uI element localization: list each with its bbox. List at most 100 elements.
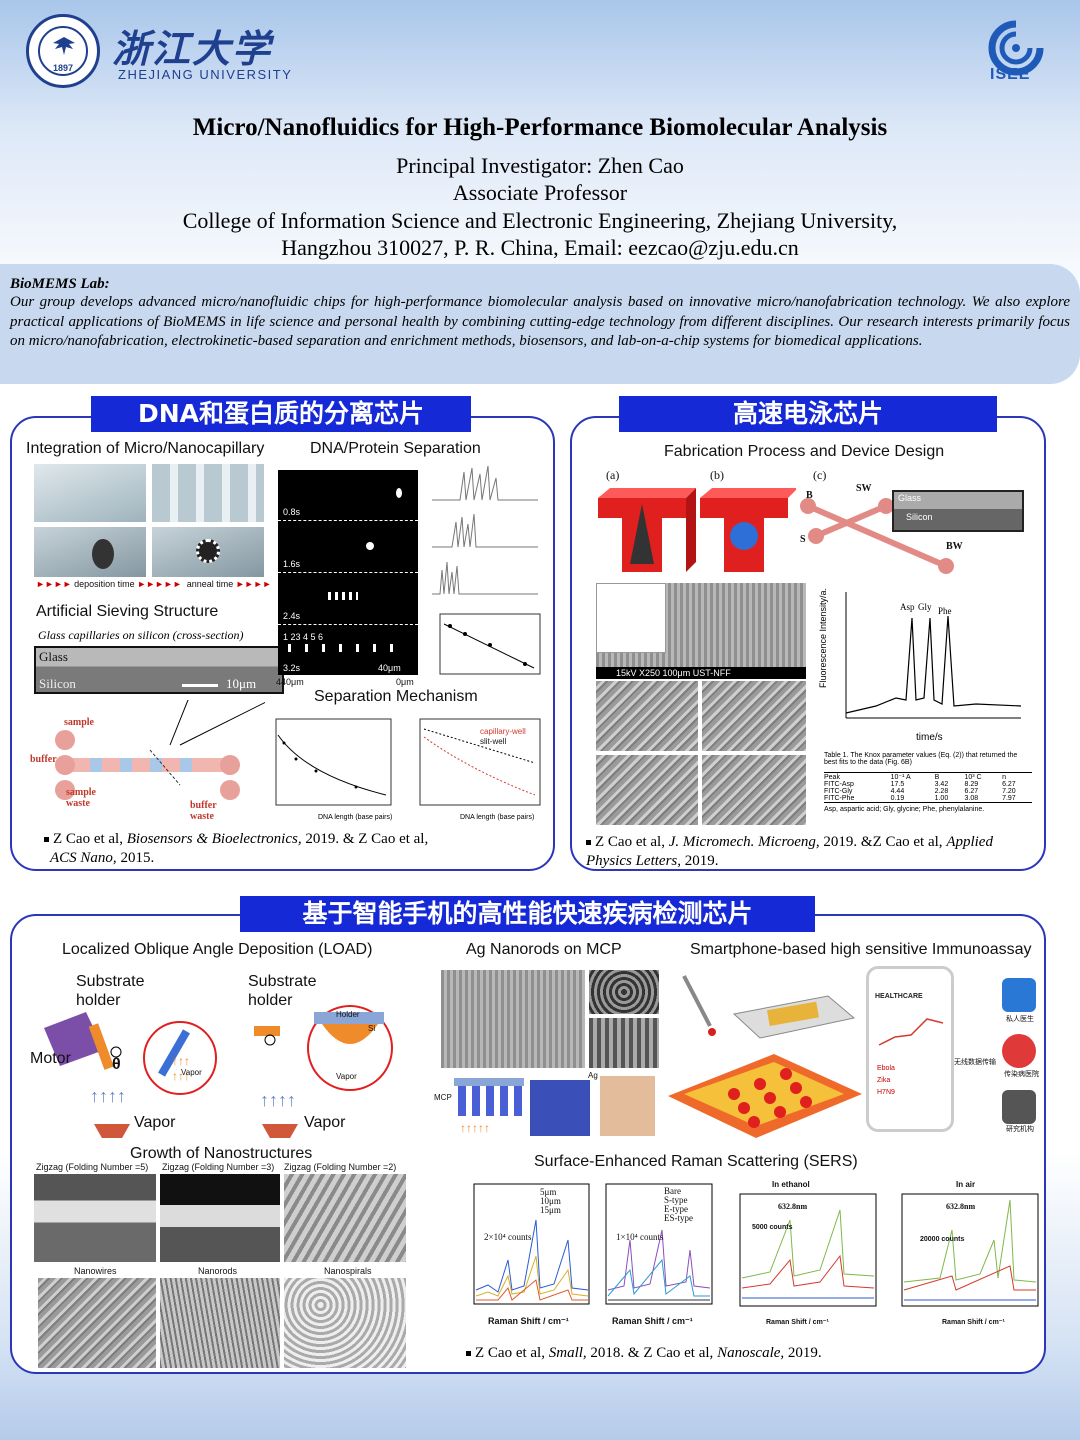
sers-d-counts: 20000 counts [920,1236,965,1243]
hospital-label: 传染病医院 [1004,1071,1039,1078]
panel3-sub-load: Localized Oblique Angle Deposition (LOAD… [62,941,373,958]
lab-label: 研究机构 [1006,1126,1034,1133]
label-sample: sample [64,717,94,728]
mobility-plot [439,613,541,675]
cross-channel-chip [800,498,954,574]
immunoassay-illustration [668,975,862,1138]
channel-render-c [34,527,146,577]
doctor-icon [1002,978,1036,1012]
header-line-1: Principal Investigator: Zhen Cao [396,153,684,178]
sem-b-2 [702,681,806,751]
device-schematic [55,700,265,800]
growth-subtitle: Growth of Nanostructures [130,1145,313,1162]
sers-a-counts: 2×10⁴ counts [484,1232,532,1242]
mcp-schematic: ↑↑↑↑↑ [454,1076,655,1136]
vapor-circle-label-2: Vapor [336,1072,357,1081]
sers-c-xlabel: Raman Shift / cm⁻¹ [766,1319,829,1326]
svg-text:↑↑↑: ↑↑↑ [172,1069,190,1083]
label-buffer: buffer [30,754,57,765]
sers-subtitle: Surface-Enhanced Raman Scattering (SERS) [534,1153,858,1170]
partition-curve: DNA length (base pairs) [419,718,541,821]
svg-text:↑↑↑↑↑: ↑↑↑↑↑ [460,1121,490,1135]
channel-render-d [152,527,264,577]
panel1-sub-integration: Integration of Micro/Nanocapillary [26,440,265,457]
label-B: B [806,490,813,501]
lab-icon [1002,1090,1036,1124]
label-SW: SW [856,483,872,494]
zigzag-2-label: Zigzag (Folding Number =2) [284,1162,397,1172]
sem-ag-a [441,970,585,1068]
load-holder-setup: ↑↑↑↑ [254,1005,393,1110]
substrate-holder-label-2: Substrate holder [248,973,317,1009]
header-line-3: College of Information Science and Elect… [182,208,898,233]
panel1-sub-sieving: Artificial Sieving Structure [36,603,219,620]
load-tilted-setup: ↑↑↑ ↑↑↑ ↑↑↑↑ [44,1012,217,1106]
hospital-icon [1002,1034,1036,1068]
panel1-citation: Z Cao et al, Biosensors & Bioelectronics… [44,830,524,868]
crucible-1 [94,1124,130,1138]
ag-label: Ag [588,1071,598,1080]
sers-a-xlabel: Raman Shift / cm⁻¹ [488,1316,569,1326]
sers-chart-air [901,1193,1039,1307]
label-BW: BW [946,541,963,552]
svg-text:DNA length (base pairs): DNA length (base pairs) [318,814,392,821]
panel3-citation: Z Cao et al, Small, 2018. & Z Cao et al,… [466,1344,1026,1363]
panel3-title-bar: 基于智能手机的高性能快速疾病检测芯片 [240,896,815,932]
electropherogram-stack [432,465,538,595]
mcp-label: MCP [434,1093,452,1102]
panel1-sub-mechanism: Separation Mechanism [314,688,478,705]
zigzag-3-label: Zigzag (Folding Number =3) [162,1162,275,1172]
sem-c-2 [702,755,806,825]
sem-nanowires [38,1278,156,1368]
sem-zigzag-2 [284,1174,406,1262]
panel3-sub-phone: Smartphone-based high sensitive Immunoas… [690,941,1032,958]
vapor-label-2: Vapor [304,1114,346,1131]
fluorescence-chart: Fluorescence Intensity/a.u. time/s Asp G… [818,588,1022,743]
poster-title: Micro/Nanofluidics for High-Performance … [192,114,888,141]
svg-text:Asp: Asp [900,602,915,612]
seal-year: 1897 [52,63,74,73]
mobility-curve: DNA length (base pairs) [275,718,392,821]
header-line-2: Associate Professor [452,180,628,205]
sers-b-xlabel: Raman Shift / cm⁻¹ [612,1316,693,1326]
label-b: (b) [710,468,724,482]
logo-chinese: 浙江大学 [112,26,273,71]
sers-chart-ethanol [739,1193,877,1307]
intro-banner: BioMEMS Lab: Our group develops advanced… [0,264,1080,384]
sem-ag-c [589,1018,659,1068]
label-440um: 440μm [276,677,304,687]
sers-c-counts: 5000 counts [752,1224,793,1231]
intro-heading: BioMEMS Lab: [10,276,110,292]
panel1-sub-separation: DNA/Protein Separation [310,440,481,457]
table-note: Asp, aspartic acid; Gly, glycine; Phe, p… [824,806,985,813]
panel1-title-bar: DNA和蛋白质的分离芯片 [91,396,471,432]
smartphone-screen: HEALTHCARE Ebola Zika H7N9 [866,966,954,1132]
sem-zigzag-3 [160,1174,280,1262]
svg-text:↑↑↑↑: ↑↑↑↑ [90,1086,126,1106]
sem-c-1 [596,755,698,825]
label-a: (a) [606,468,620,482]
eagle-icon [53,37,75,55]
zju-seal-logo: 1897 [26,14,100,88]
legend-capillary: capillary-well [480,727,526,736]
sieving-caption: Glass capillaries on silicon (cross-sect… [38,628,244,642]
sers-chart-b [605,1183,713,1305]
svg-text:Fluorescence Intensity/a.u.: Fluorescence Intensity/a.u. [818,588,828,688]
red-channel-structures [598,488,796,572]
sers-air-label: In air [956,1180,976,1189]
wifi-label: 无线数据传输 [954,1059,996,1066]
table-title: Table 1. The Knox parameter values (Eq. … [824,752,1018,766]
panel2-sub-fabrication: Fabrication Process and Device Design [664,443,945,460]
arrow-strip: ►►►► deposition time ►►►►► anneal time ►… [36,579,272,589]
svg-text:Gly: Gly [918,602,932,612]
svg-text:DNA length (base pairs): DNA length (base pairs) [460,814,534,821]
doctor-label: 私人医生 [1006,1016,1034,1023]
zigzag-5-label: Zigzag (Folding Number =5) [36,1162,149,1172]
panel2-title-bar: 高速电泳芯片 [619,396,997,432]
label-c: (c) [813,468,827,482]
label-buffer-waste: buffer waste [190,800,217,822]
sem-channels: 15kV X250 100μm UST-NFF [596,583,806,679]
